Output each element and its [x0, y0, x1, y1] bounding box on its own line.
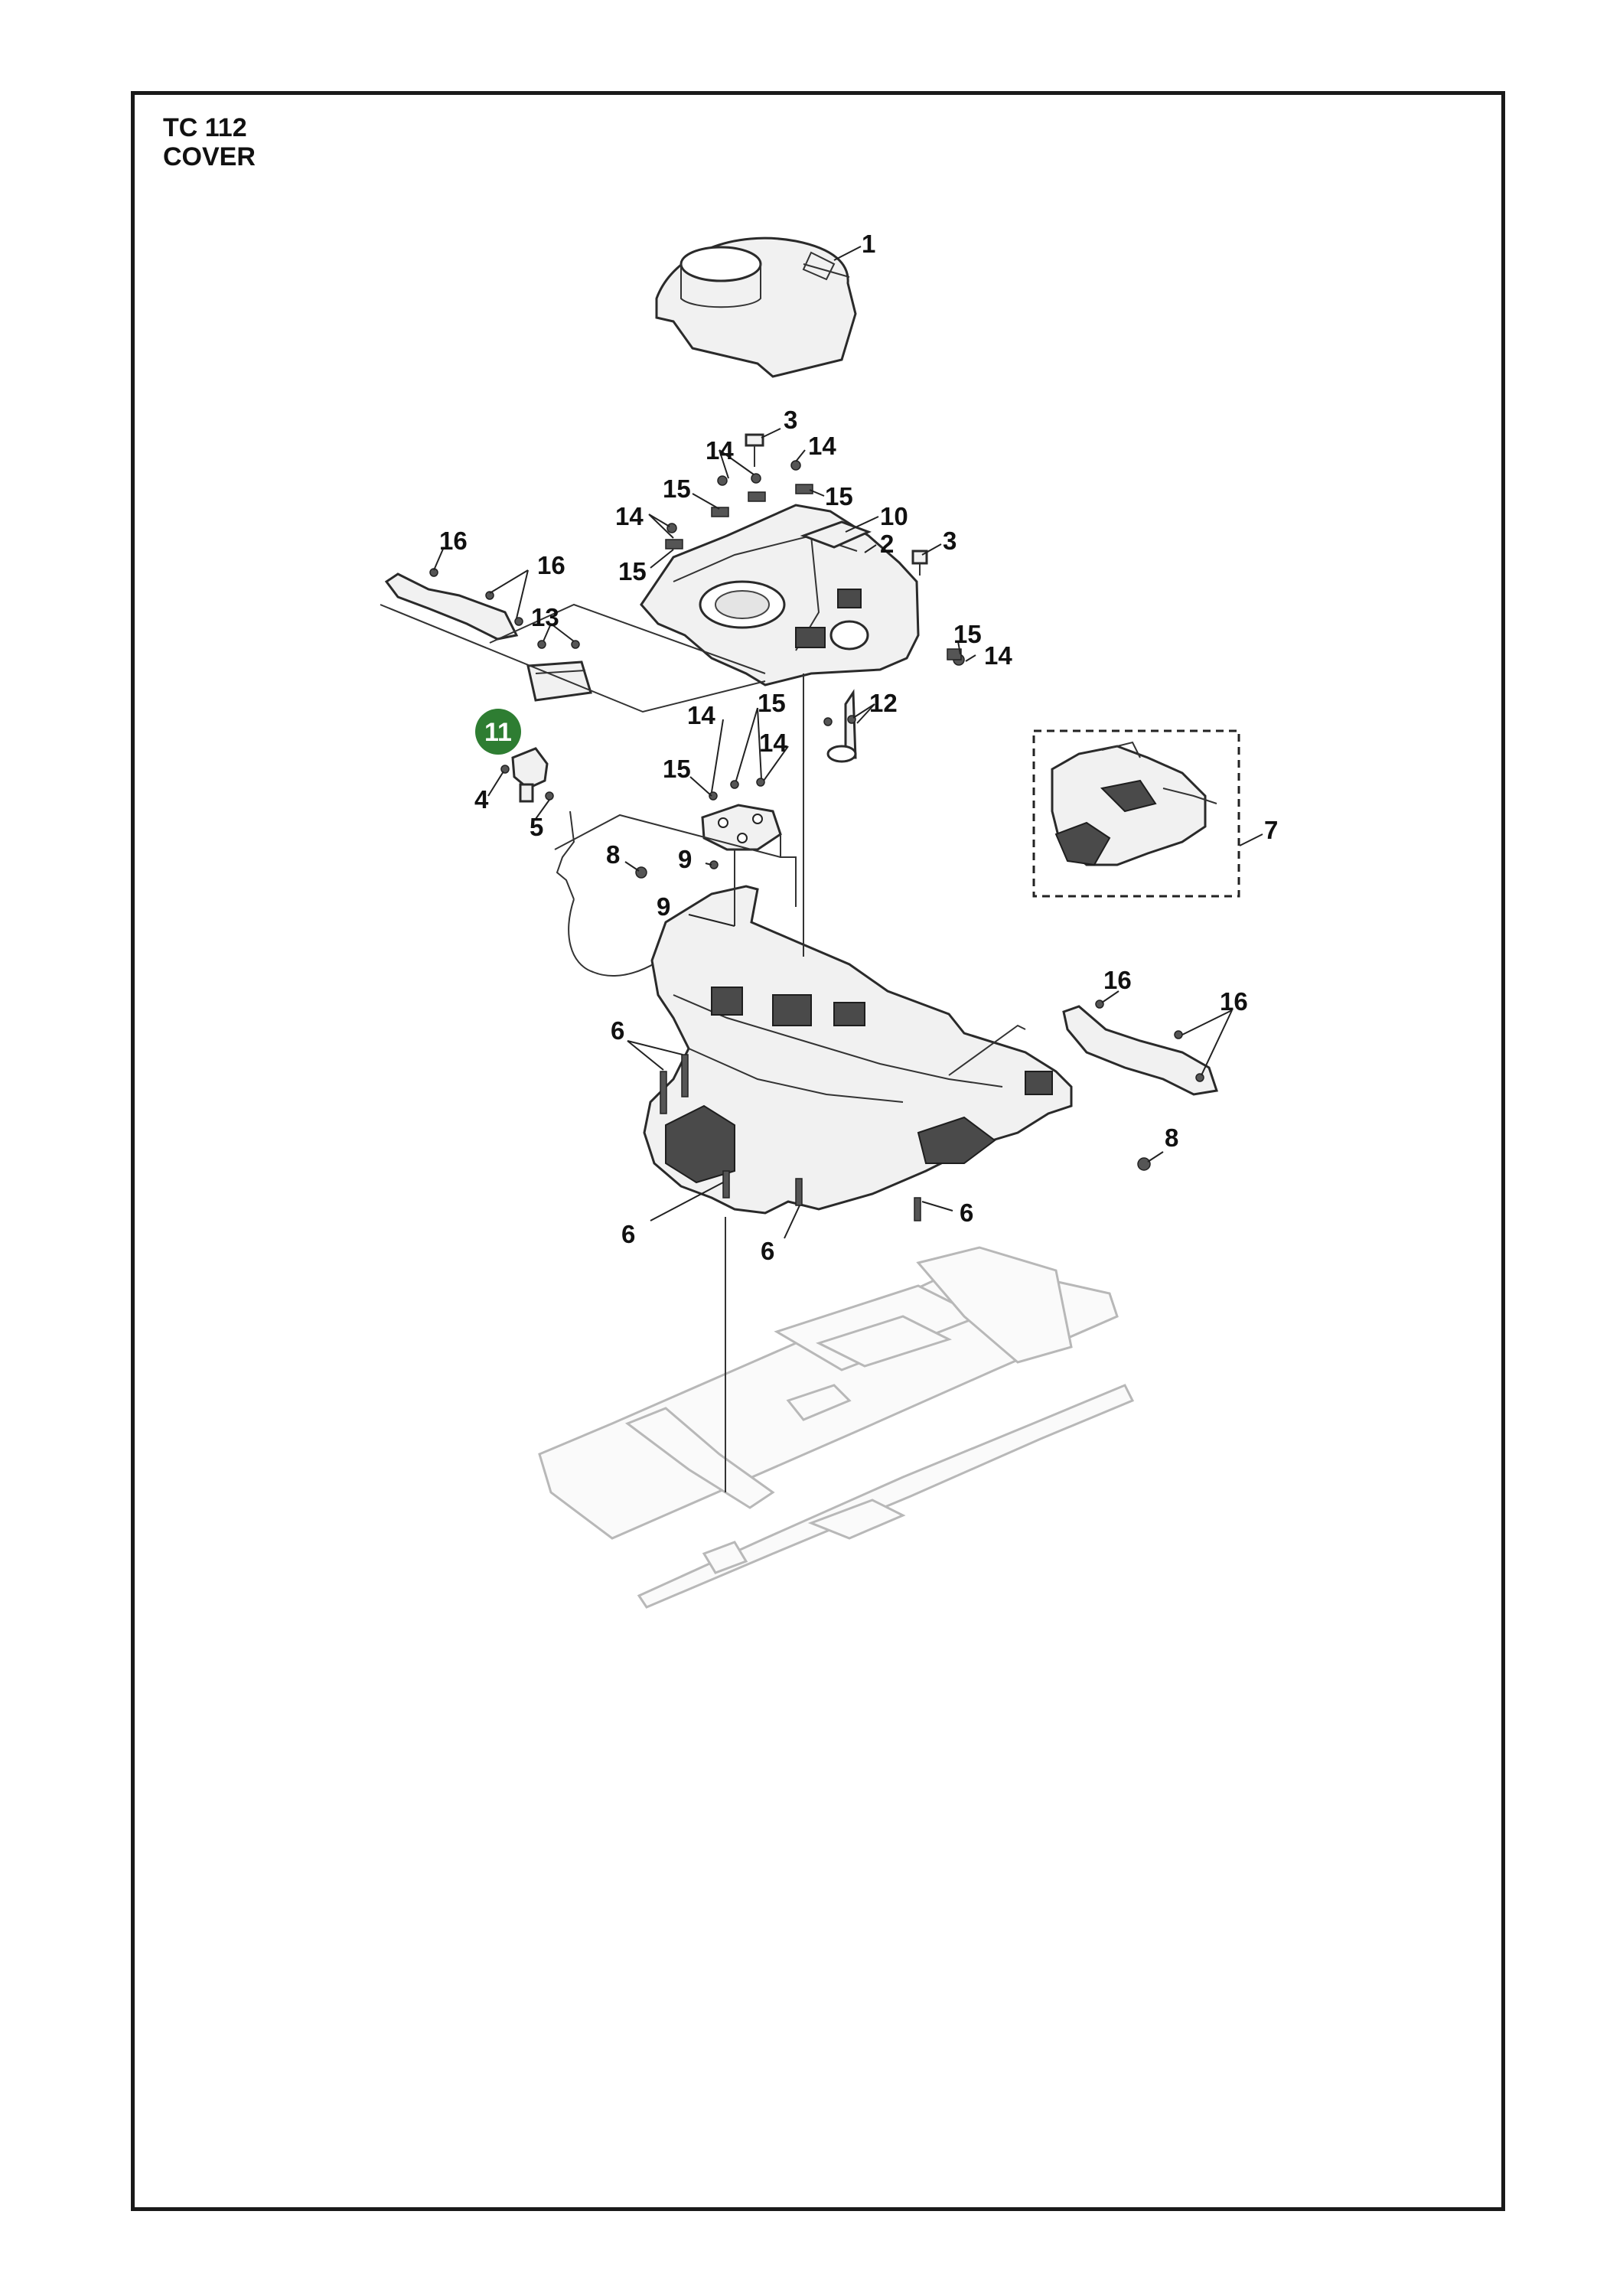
fasteners-lower	[635, 866, 1151, 1221]
callout-11[interactable]: 11	[484, 718, 512, 747]
callout-14[interactable]: 14	[984, 641, 1012, 670]
callout-15[interactable]: 15	[663, 755, 691, 783]
callout-8[interactable]: 8	[606, 840, 620, 869]
callout-6[interactable]: 6	[761, 1237, 774, 1265]
callout-15[interactable]: 15	[953, 620, 982, 648]
callout-14[interactable]: 14	[759, 729, 787, 757]
callout-labels: 1 3 14 14 15 15 14 10 3 2 15 16 16 13 15…	[439, 230, 1278, 1265]
callout-6[interactable]: 6	[960, 1199, 973, 1227]
callout-2[interactable]: 2	[880, 530, 894, 558]
callout-6[interactable]: 6	[621, 1220, 635, 1248]
part-module[interactable]	[526, 640, 592, 702]
callout-16[interactable]: 16	[1220, 987, 1248, 1016]
callout-14[interactable]: 14	[687, 701, 715, 729]
page-title: TC 112 COVER	[163, 113, 256, 171]
callout-16[interactable]: 16	[1103, 966, 1132, 994]
callout-14[interactable]: 14	[706, 436, 734, 465]
part-mount-plate[interactable]	[701, 778, 782, 869]
callout-14[interactable]: 14	[615, 502, 644, 530]
callout-6[interactable]: 6	[611, 1016, 624, 1045]
callout-16[interactable]: 16	[537, 551, 565, 579]
diagram-section: COVER	[163, 142, 256, 171]
callout-15[interactable]: 15	[825, 482, 853, 510]
part-left-bracket[interactable]	[384, 568, 523, 641]
callout-8[interactable]: 8	[1165, 1124, 1178, 1152]
part-top-cover[interactable]	[655, 236, 857, 378]
highlight-circle	[475, 709, 521, 755]
callout-9[interactable]: 9	[657, 892, 670, 921]
part-upper-console[interactable]	[640, 504, 920, 687]
callout-12[interactable]: 12	[869, 689, 898, 717]
callout-15[interactable]: 15	[618, 557, 647, 585]
callout-15[interactable]: 15	[663, 475, 691, 503]
callout-5[interactable]: 5	[530, 813, 543, 841]
part-knob-top[interactable]	[745, 433, 764, 467]
chassis-frame	[538, 1246, 1135, 1609]
callout-14[interactable]: 14	[808, 432, 836, 460]
part-switch[interactable]	[500, 747, 554, 803]
leader-lines	[433, 246, 1263, 1239]
callout-4[interactable]: 4	[474, 785, 489, 814]
callout-16[interactable]: 16	[439, 527, 468, 555]
callout-9[interactable]: 9	[678, 845, 692, 873]
callout-3[interactable]: 3	[784, 406, 797, 434]
highlight-badge[interactable]: 11	[475, 709, 521, 755]
callout-10[interactable]: 10	[880, 502, 908, 530]
part-right-bracket[interactable]	[1062, 1000, 1218, 1096]
fasteners-upper	[665, 460, 965, 666]
callout-7[interactable]: 7	[1264, 816, 1278, 844]
alignment-lines	[380, 603, 1026, 1492]
callout-15[interactable]: 15	[758, 689, 786, 717]
part-bracket[interactable]	[823, 689, 857, 763]
callout-3[interactable]: 3	[943, 527, 957, 555]
part-knob-side[interactable]	[911, 550, 928, 576]
callout-13[interactable]: 13	[531, 603, 559, 631]
assembly-box	[1032, 729, 1240, 898]
callout-1[interactable]: 1	[862, 230, 875, 258]
part-lower-body[interactable]	[643, 885, 1073, 1215]
part-assembly-inset[interactable]	[1051, 741, 1217, 866]
diagram-code: TC 112	[163, 113, 247, 142]
